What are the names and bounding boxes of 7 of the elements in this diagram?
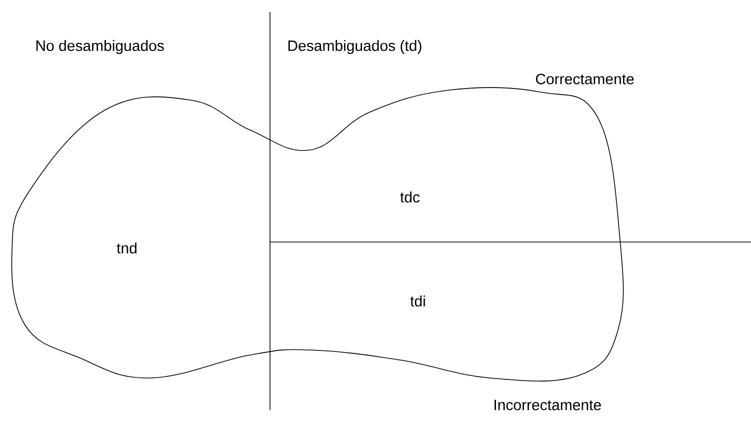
region-label: Correctamente [536, 74, 634, 84]
region-label: tdc [400, 192, 420, 202]
region-label: tnd [116, 242, 136, 254]
region-label: tdi [410, 296, 425, 306]
region-label: Desambiguados (td) [288, 40, 422, 54]
region-label: Incorrectamente [494, 400, 601, 410]
region-label: No desambiguados [36, 40, 164, 54]
